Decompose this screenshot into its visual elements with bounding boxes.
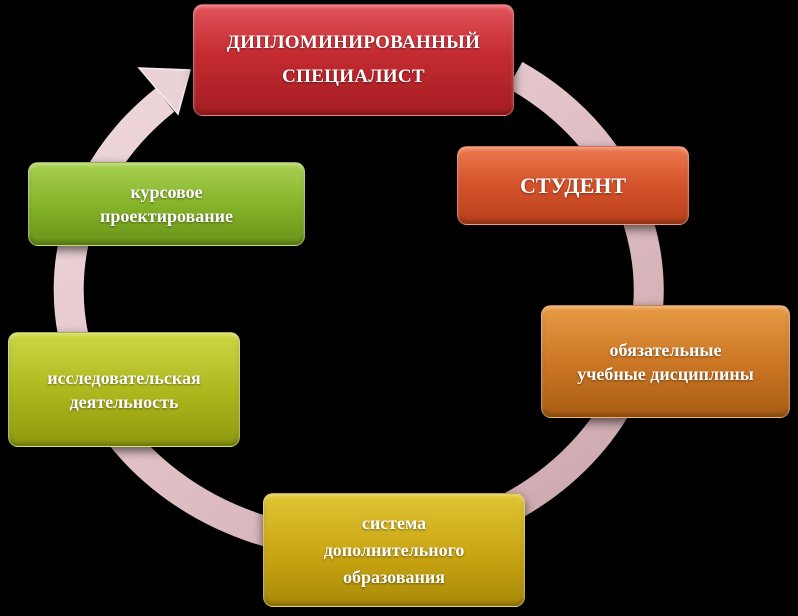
cycle-arrow-head xyxy=(137,67,191,116)
node-extra-line-2: дополнительного xyxy=(323,539,465,560)
node-courses-line-1: обязательные xyxy=(609,339,722,360)
node-diploma-line-1: ДИПЛОМИНИРОВАННЫЙ xyxy=(226,32,481,53)
node-project-line-1: курсовое xyxy=(130,182,203,202)
node-extra-line-3: образования xyxy=(343,566,445,587)
node-diplomaed-specialist: ДИПЛОМИНИРОВАННЫЙ СПЕЦИАЛИСТ xyxy=(193,4,514,116)
node-course-design: курсовое проектирование xyxy=(28,162,305,246)
node-research-activity: исследовательская деятельность xyxy=(8,332,240,447)
node-additional-education: система дополнительного образования xyxy=(263,493,525,607)
node-mandatory-courses: обязательные учебные дисциплины xyxy=(541,305,790,418)
node-research-line-2: деятельность xyxy=(69,391,179,412)
node-courses-line-2: учебные дисциплины xyxy=(577,363,754,384)
node-research-line-1: исследовательская xyxy=(47,367,201,388)
node-extra-line-1: система xyxy=(361,512,427,533)
node-project-line-2: проектирование xyxy=(100,206,233,226)
node-diploma-line-2: СПЕЦИАЛИСТ xyxy=(282,66,425,87)
node-student-line-1: СТУДЕНТ xyxy=(519,172,627,198)
node-student: СТУДЕНТ xyxy=(457,146,689,225)
